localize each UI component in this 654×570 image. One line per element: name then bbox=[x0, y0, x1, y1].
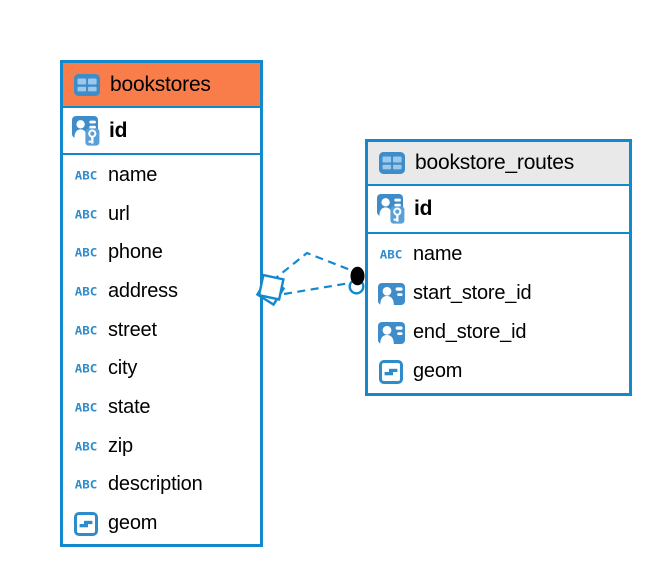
column-row[interactable]: ABC name bbox=[368, 235, 629, 274]
table-bookstore-routes-header[interactable]: bookstore_routes bbox=[368, 142, 629, 184]
column-name: phone bbox=[108, 241, 163, 264]
text-type-icon: ABC bbox=[74, 168, 98, 183]
column-row[interactable]: ABC zip bbox=[63, 426, 260, 466]
primary-key-icon bbox=[375, 194, 407, 224]
column-name: address bbox=[108, 279, 178, 302]
column-row[interactable]: ABC url bbox=[63, 194, 260, 234]
column-list: ABC name start_store_id end_store_id ge bbox=[368, 234, 629, 391]
table-bookstores-header[interactable]: bookstores bbox=[63, 63, 260, 106]
table-icon bbox=[376, 152, 408, 174]
text-type-icon: ABC bbox=[74, 439, 98, 454]
table-bookstore-routes[interactable]: bookstore_routes id ABC name start_store… bbox=[365, 139, 632, 396]
column-row[interactable]: geom bbox=[368, 352, 629, 391]
column-row[interactable]: ABC street bbox=[63, 310, 260, 350]
dot-endpoint-marker[interactable] bbox=[350, 266, 365, 286]
column-name: street bbox=[108, 318, 157, 341]
relationship-line[interactable] bbox=[271, 251, 354, 282]
circle-endpoint-marker[interactable] bbox=[348, 278, 365, 295]
geometry-type-icon bbox=[375, 360, 407, 384]
table-bookstores[interactable]: bookstores id ABC name ABC url ABC phone bbox=[60, 60, 263, 547]
column-row[interactable]: ABC name bbox=[63, 156, 260, 195]
column-row[interactable]: ABC description bbox=[63, 465, 260, 505]
text-type-icon: ABC bbox=[74, 207, 98, 221]
column-name: city bbox=[108, 357, 138, 380]
foreign-key-icon bbox=[375, 283, 407, 305]
column-row[interactable]: ABC city bbox=[63, 349, 260, 389]
column-row[interactable]: end_store_id bbox=[368, 313, 629, 352]
primary-key-icon bbox=[70, 116, 102, 146]
column-name: state bbox=[108, 395, 151, 418]
column-name: id bbox=[109, 118, 128, 142]
text-type-icon: ABC bbox=[74, 477, 98, 492]
foreign-key-icon bbox=[375, 322, 407, 344]
column-row[interactable]: id bbox=[368, 186, 629, 232]
column-name: geom bbox=[413, 360, 463, 382]
column-name: description bbox=[108, 473, 203, 496]
column-name: url bbox=[108, 202, 130, 225]
column-row[interactable]: id bbox=[63, 108, 260, 153]
text-type-icon: ABC bbox=[74, 245, 98, 260]
table-name: bookstores bbox=[110, 72, 211, 96]
divider bbox=[63, 153, 260, 155]
divider bbox=[63, 106, 260, 108]
column-row[interactable]: ABC address bbox=[63, 272, 260, 311]
column-name: name bbox=[108, 163, 158, 186]
table-name: bookstore_routes bbox=[415, 151, 575, 174]
column-row[interactable]: start_store_id bbox=[368, 274, 629, 313]
text-type-icon: ABC bbox=[74, 361, 98, 376]
table-icon bbox=[71, 74, 103, 96]
column-list: ABC name ABC url ABC phone ABC address A… bbox=[63, 155, 260, 543]
relationship-line[interactable] bbox=[283, 281, 351, 296]
text-type-icon: ABC bbox=[74, 400, 98, 415]
column-row[interactable]: ABC phone bbox=[63, 233, 260, 273]
column-row[interactable]: ABC state bbox=[63, 388, 260, 427]
column-name: name bbox=[413, 243, 463, 265]
geometry-type-icon bbox=[70, 512, 102, 536]
divider bbox=[368, 184, 629, 186]
column-name: zip bbox=[108, 434, 133, 457]
column-name: end_store_id bbox=[413, 321, 527, 343]
text-type-icon: ABC bbox=[74, 323, 98, 337]
divider bbox=[368, 232, 629, 234]
column-name: geom bbox=[108, 512, 158, 535]
column-name: start_store_id bbox=[413, 282, 532, 304]
column-name: id bbox=[414, 197, 433, 220]
text-type-icon: ABC bbox=[379, 247, 403, 262]
text-type-icon: ABC bbox=[74, 284, 98, 299]
column-row[interactable]: geom bbox=[63, 504, 260, 543]
